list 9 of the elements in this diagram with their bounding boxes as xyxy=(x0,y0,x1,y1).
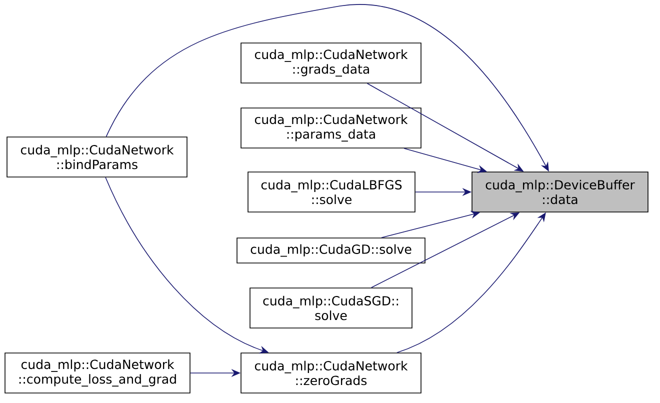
function-box: cuda_mlp::CudaNetwork ::grads_data xyxy=(240,42,422,84)
function-box: cuda_mlp::CudaLBFGS ::solve xyxy=(248,172,416,212)
function-box: cuda_mlp::CudaNetwork ::bindParams xyxy=(6,136,188,178)
function-box: cuda_mlp::CudaGD::solve xyxy=(236,238,426,264)
function-box: cuda_mlp::DeviceBuffer ::data xyxy=(472,172,648,212)
function-box: cuda_mlp::CudaNetwork ::compute_loss_and_grad xyxy=(4,352,190,394)
function-box: cuda_mlp::CudaNetwork ::params_data xyxy=(240,108,422,148)
function-box: cuda_mlp::CudaNetwork ::zeroGrads xyxy=(240,352,422,394)
function-box: cuda_mlp::CudaSGD:: solve xyxy=(250,288,412,328)
